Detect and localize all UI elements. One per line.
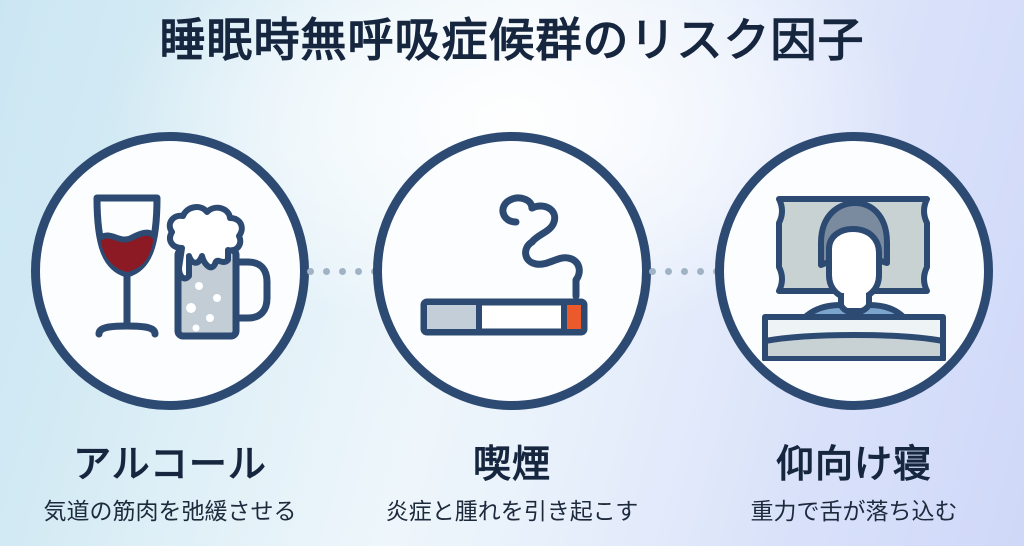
risk-factor-card-alcohol: アルコール 気道の筋肉を弛緩させる: [25, 132, 315, 526]
risk-factor-label: 喫煙: [472, 444, 551, 486]
risk-factor-description: 炎症と腫れを引き起こす: [385, 498, 639, 524]
connector-dot: [323, 268, 330, 275]
back-sleeping-icon: [749, 181, 959, 361]
connector-dot: [681, 268, 688, 275]
connector-dot: [697, 268, 704, 275]
connector-dot: [339, 268, 346, 275]
icon-circle-back-sleeping: [715, 132, 993, 410]
risk-factor-label: アルコール: [73, 444, 267, 486]
connector-dot: [355, 268, 362, 275]
risk-factor-label: 仰向け寝: [775, 444, 932, 486]
alcohol-icon: [65, 186, 275, 356]
risk-factor-description: 重力で舌が落ち込む: [750, 498, 958, 524]
risk-factor-card-smoking: 喫煙 炎症と腫れを引き起こす: [367, 132, 657, 526]
icon-circle-smoking: [373, 132, 651, 410]
connector-dot: [307, 268, 314, 275]
risk-factor-card-back-sleeping: 仰向け寝 重力で舌が落ち込む: [709, 132, 999, 526]
risk-factor-description: 気道の筋肉を弛緩させる: [43, 498, 297, 524]
connector-dot: [649, 268, 656, 275]
connector-dot: [665, 268, 672, 275]
cigarette-icon: [412, 186, 612, 356]
icon-circle-alcohol: [31, 132, 309, 410]
page-title: 睡眠時無呼吸症候群のリスク因子: [159, 14, 865, 66]
